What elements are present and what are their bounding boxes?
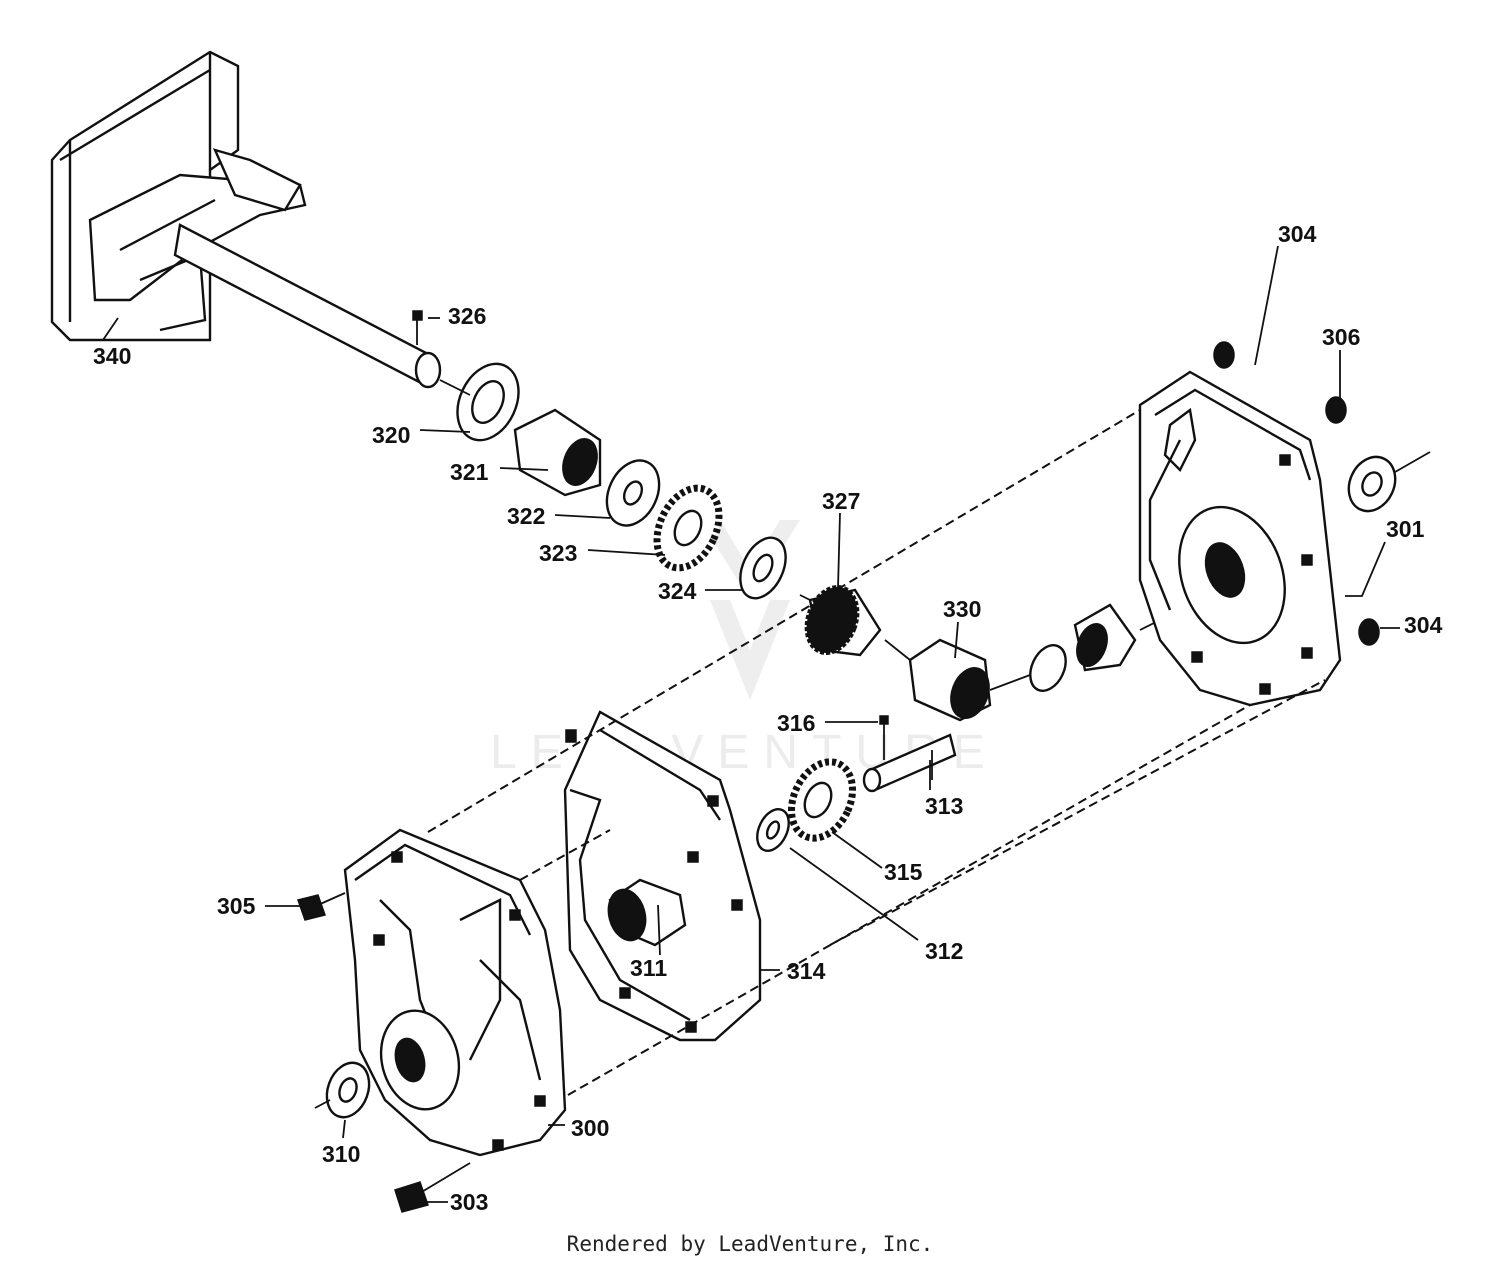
thrust-washer-part-320[interactable]: [446, 354, 531, 450]
leader-lines: [102, 245, 1400, 1203]
label-310: 310: [322, 1141, 360, 1167]
bolt-part-305[interactable]: [297, 892, 346, 921]
washer-part-312[interactable]: [751, 804, 795, 856]
bolt-part-306[interactable]: [1325, 396, 1347, 424]
pin-part-326[interactable]: [412, 310, 423, 345]
bolt-part-304-top[interactable]: [1213, 341, 1235, 369]
label-323: 323: [539, 540, 577, 566]
label-340: 340: [93, 343, 131, 369]
label-301: 301: [1386, 516, 1425, 542]
key-part-316[interactable]: [879, 715, 889, 760]
label-327: 327: [822, 488, 860, 514]
gear-housing-part-300[interactable]: [343, 828, 567, 1157]
bearing-part-311[interactable]: [603, 878, 687, 947]
label-304-right: 304: [1404, 612, 1443, 638]
label-322: 322: [507, 503, 545, 529]
label-311: 311: [630, 955, 667, 981]
bearing-cup-right: [1029, 603, 1137, 692]
label-304-top: 304: [1278, 221, 1317, 247]
label-321: 321: [450, 459, 489, 485]
footer-credit: Rendered by LeadVenture, Inc.: [567, 1232, 934, 1256]
label-303: 303: [450, 1189, 488, 1215]
gear-housing-part-301[interactable]: [1138, 370, 1342, 707]
label-313: 313: [925, 793, 963, 819]
bearing-housing-part-321[interactable]: [513, 408, 603, 497]
label-305: 305: [217, 893, 256, 919]
worm-gear-part-323[interactable]: [645, 478, 731, 578]
label-326: 326: [448, 303, 486, 329]
shaft-part-313[interactable]: [862, 733, 957, 793]
gear-part-315[interactable]: [780, 752, 865, 848]
label-320: 320: [372, 422, 410, 448]
gasket-part-314[interactable]: [563, 710, 762, 1042]
washer-part-322[interactable]: [597, 452, 669, 534]
assembly-lines: [427, 409, 1326, 1096]
label-312: 312: [925, 938, 963, 964]
label-316: 316: [777, 710, 815, 736]
label-314: 314: [787, 958, 826, 984]
label-306: 306: [1322, 324, 1360, 350]
bearing-part-330[interactable]: [908, 638, 996, 724]
worm-part-327[interactable]: [798, 580, 882, 660]
label-330: 330: [943, 596, 981, 622]
label-315: 315: [884, 859, 923, 885]
bolt-part-303[interactable]: [394, 1162, 471, 1213]
label-300: 300: [571, 1115, 609, 1141]
bearing-cap-right: [1347, 451, 1431, 513]
bolt-part-304-right[interactable]: [1358, 618, 1380, 646]
shaft-axis-line: [439, 379, 1161, 691]
auger-shaft-part-340[interactable]: [50, 50, 442, 389]
bearing-cap-part-310[interactable]: [314, 1057, 376, 1123]
part-labels: 340 326 320 321 322 323 324 327 330 304 …: [93, 221, 1443, 1215]
label-324: 324: [658, 578, 697, 604]
washer-part-324[interactable]: [731, 531, 794, 606]
